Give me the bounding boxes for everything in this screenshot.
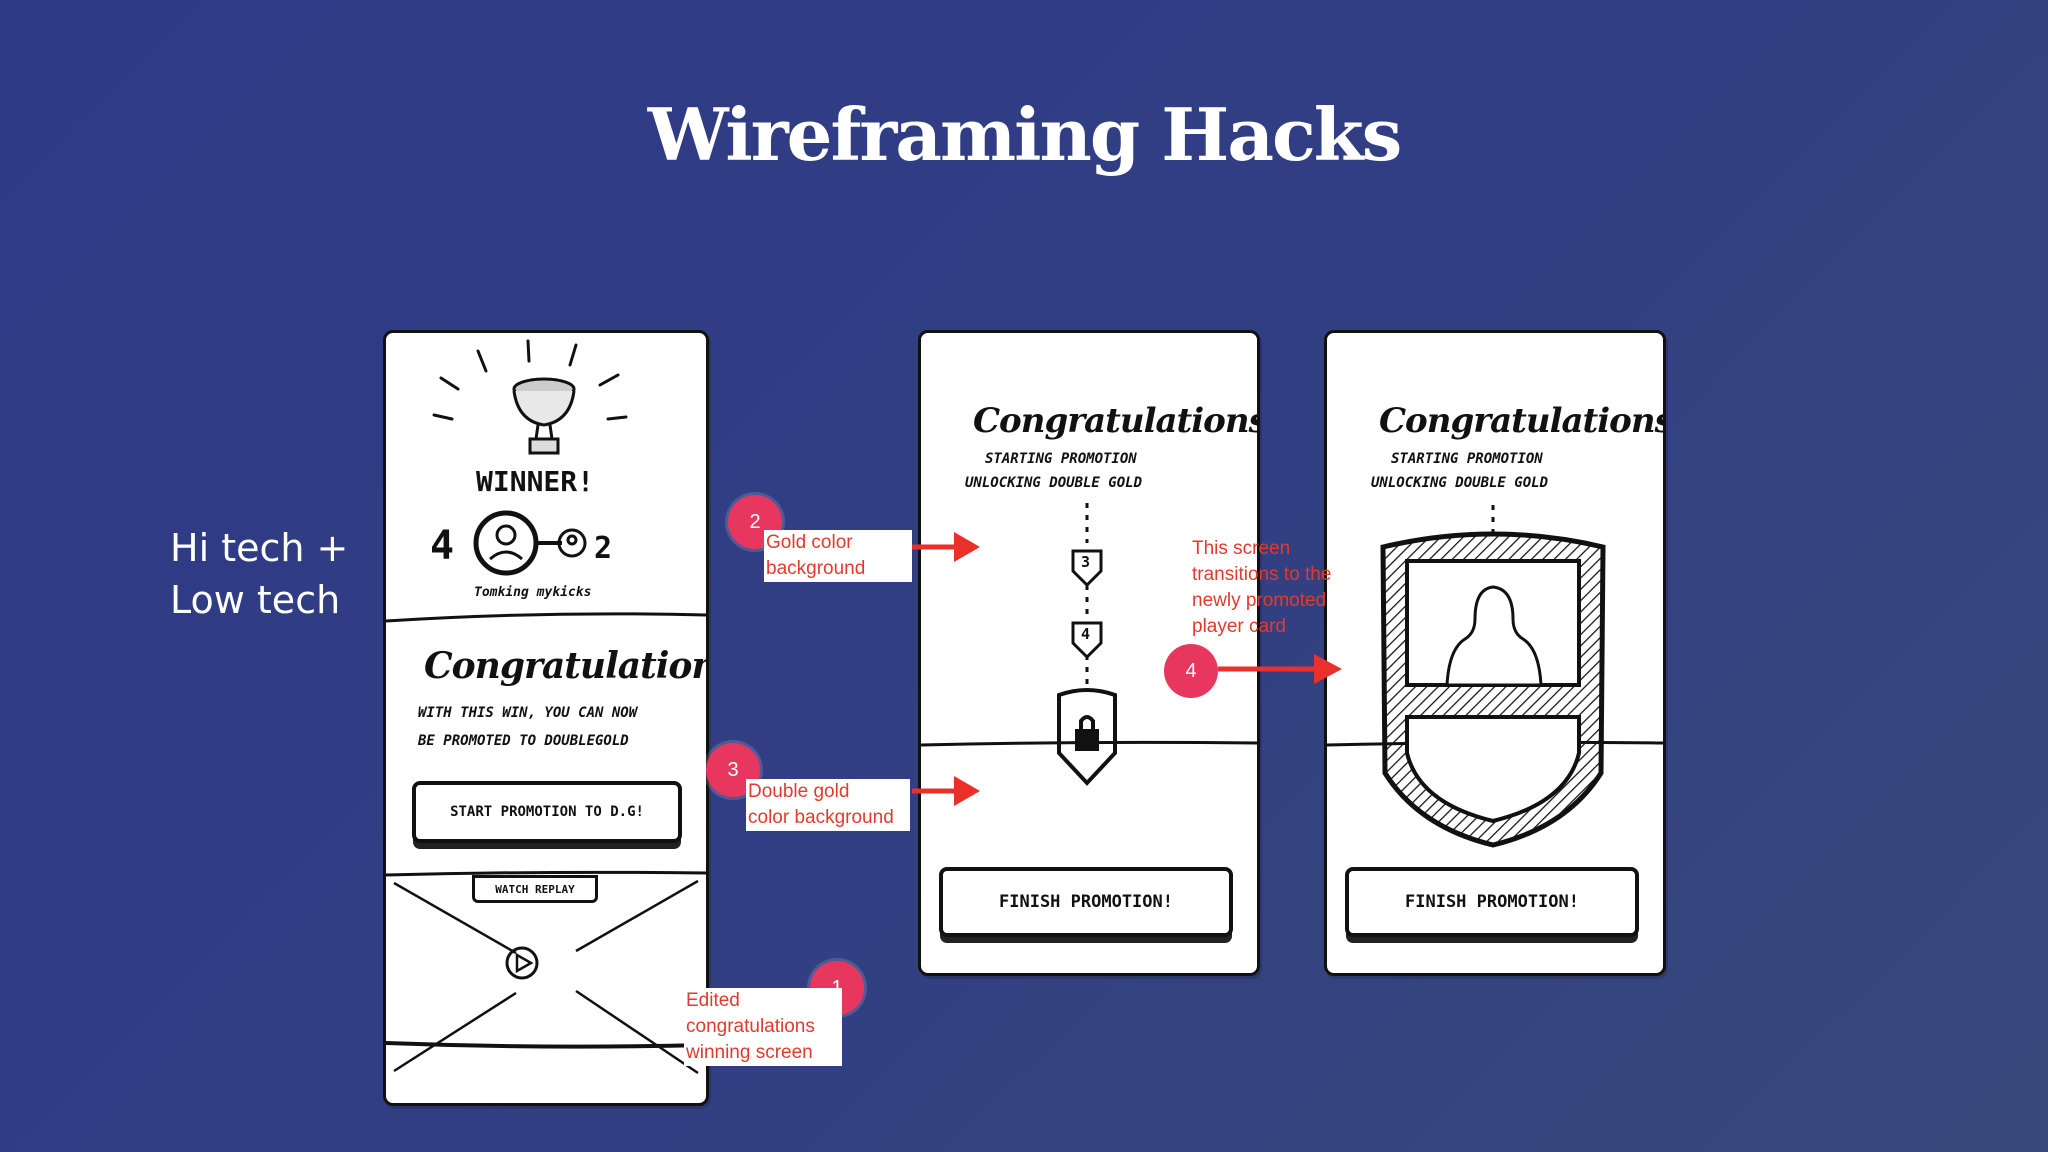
annotation-note-2-line-1: Gold color	[766, 532, 853, 553]
annotation-note-4-line-3: newly promoted	[1192, 590, 1327, 611]
annotation-note-2: Gold color background	[764, 530, 912, 582]
annotation-note-3-line-2: color background	[748, 807, 894, 828]
score-right: 2	[594, 531, 613, 566]
annotation-note-2-line-2: background	[766, 558, 866, 579]
side-label-line-1: Hi tech +	[170, 526, 349, 570]
slide-title: Wireframing Hacks	[647, 92, 1402, 177]
subtitle-line-2: unlocking double gold	[1371, 475, 1549, 491]
trophy-icon	[512, 377, 576, 455]
annotation-arrow-2	[912, 532, 980, 562]
side-label: Hi tech + Low tech	[170, 522, 348, 626]
annotation-note-1-line-1: Edited	[686, 990, 740, 1011]
start-promotion-button[interactable]: Start promotion to D.G!	[412, 781, 682, 843]
step-3-label: 3	[1081, 553, 1091, 571]
annotation-note-4-line-4: player card	[1192, 616, 1286, 637]
annotation-note-4-line-2: transitions to the	[1192, 564, 1332, 585]
wireframe-winning-screen: WINNER! 4 2 Tomking mykicks Congratulati…	[383, 330, 709, 1106]
annotation-note-1-line-2: congratulations	[686, 1016, 815, 1037]
scoreline-icons	[473, 510, 587, 576]
subtitle-line-1: Starting promotion	[985, 451, 1137, 467]
annotation-note-1: Edited congratulations winning screen	[684, 988, 842, 1066]
annotation-note-1-line-3: winning screen	[686, 1042, 813, 1063]
player-card-sketch	[1327, 505, 1663, 848]
shield-step-4-icon	[1071, 621, 1103, 660]
video-placeholder	[393, 879, 699, 1075]
congrats-heading: Congratulations!	[1379, 401, 1666, 441]
wireframe-player-card: Congratulations! Starting promotion unlo…	[1324, 330, 1666, 976]
finish-promotion-button[interactable]: Finish promotion!	[939, 867, 1233, 937]
promotion-gold-sketch	[921, 503, 1257, 786]
congrats-heading: Congratulations!	[973, 401, 1260, 441]
annotation-note-3: Double gold color background	[746, 779, 910, 831]
trophy-rays	[432, 339, 628, 421]
subtitle-line-2: unlocking double gold	[965, 475, 1143, 491]
annotation-arrow-4	[1218, 654, 1342, 684]
winner-heading: WINNER!	[476, 465, 595, 498]
watch-replay-tab[interactable]: Watch replay	[472, 875, 598, 903]
finish-promotion-button[interactable]: Finish promotion!	[1345, 867, 1639, 937]
annotation-note-4: This screen transitions to the newly pro…	[1192, 536, 1331, 640]
annotation-note-4-line-1: This screen	[1192, 538, 1291, 559]
score-left: 4	[430, 523, 455, 569]
congrats-heading: Congratulations!	[424, 645, 706, 687]
congrats-body-line-2: be promoted to doublegold	[418, 733, 629, 749]
shield-step-3-icon	[1071, 549, 1103, 588]
congrats-body-line-1: with this win, you can now	[418, 705, 638, 721]
step-4-label: 4	[1081, 625, 1091, 643]
annotation-note-3-line-1: Double gold	[748, 781, 850, 802]
annotation-badge-4: 4	[1164, 644, 1218, 698]
winning-screen-sketch	[386, 339, 706, 1075]
annotation-arrow-3	[912, 776, 980, 806]
locked-shield-icon	[1057, 688, 1117, 786]
player-card-shield-icon	[1380, 531, 1606, 848]
subtitle-line-1: Starting promotion	[1391, 451, 1543, 467]
player-names: Tomking mykicks	[474, 585, 592, 600]
side-label-line-2: Low tech	[170, 578, 341, 622]
